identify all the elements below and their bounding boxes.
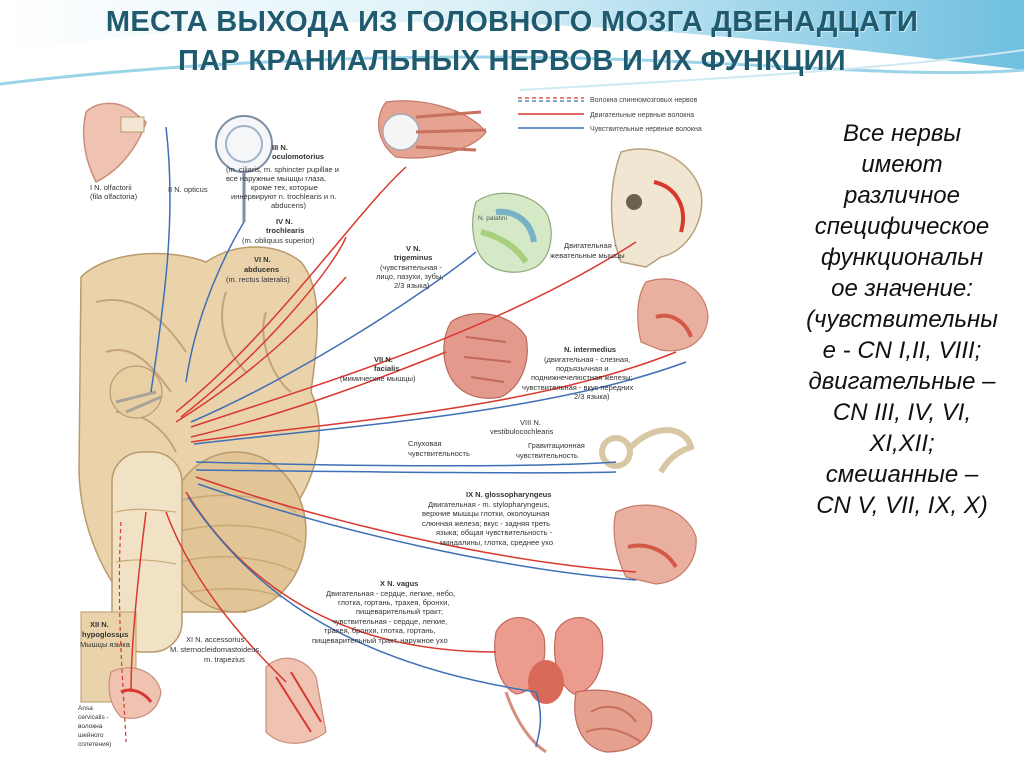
label-oculomotor-d4: иннервируют n. trochlearis и n.: [231, 192, 336, 201]
label-oculomotor-d5: abducens): [271, 201, 307, 210]
label-accessory: XI N. accessorius: [186, 635, 245, 644]
label-glosso-d4: языка; общая чувствительность -: [436, 528, 553, 537]
visceral-organs-illustration: [494, 617, 653, 754]
label-abducens: VI N.: [254, 255, 271, 264]
side-line: Все нервы: [842, 120, 962, 147]
label-hypoglossal-d: Мышцы языка: [80, 640, 131, 649]
nose-illustration: [82, 102, 147, 184]
label-mastication-2: жевательные мышцы: [550, 251, 625, 260]
side-line: ое значение:: [831, 275, 973, 302]
label-trochlear-d: (m. obliquus superior): [242, 236, 315, 245]
label-trochlear-2: trochlearis: [266, 226, 304, 235]
pharynx-illustration: [613, 504, 697, 585]
cranial-nerves-figure: Волокна спинномозговых нервов Двигательн…: [76, 92, 728, 757]
legend-label-sensory: Чувствительные нервные волокна: [590, 126, 702, 133]
label-hearing-2: чувствительность: [408, 449, 470, 458]
label-intermedius: N. intermedius: [564, 345, 616, 354]
label-olfactory: I N. olfactorii: [90, 183, 132, 192]
label-vagus-d4: чувствительная - сердце, легкие,: [332, 617, 447, 626]
label-glosso-d5: миндалины, глотка, среднее ухо: [440, 538, 553, 547]
label-trigeminal-d2: лицо, пазухи, зубы,: [376, 272, 443, 281]
label-trigeminal-d1: (чувствительная -: [380, 263, 442, 272]
label-hypoglossal: XII N.: [90, 620, 109, 629]
label-abducens-d: (m. rectus lateralis): [226, 275, 290, 284]
facial-muscles-illustration: [443, 313, 528, 399]
side-line: имеют: [861, 151, 943, 178]
label-optic: II N. opticus: [168, 185, 208, 194]
label-intermedius-d4: чувствительная - вкус передних: [522, 383, 633, 392]
label-intermedius-d2: подъязычная и: [556, 364, 608, 373]
label-oculomotor: III N.: [272, 143, 288, 152]
nerve-pathways: [118, 126, 687, 748]
label-trigeminal-d3: 2/3 языка): [394, 281, 430, 290]
label-trigeminal: V N.: [406, 244, 421, 253]
label-vagus-d2: глотка, гортань, трахея, бронхи,: [338, 598, 449, 607]
label-ansa-4: шейного: [78, 731, 104, 739]
label-trochlear: IV N.: [276, 217, 293, 226]
label-glosso-d2: верхние мышцы глотки, околоушная: [422, 509, 549, 518]
label-abducens-2: abducens: [244, 265, 279, 274]
label-mastication: Двигательная -: [564, 241, 617, 250]
label-vagus: X N. vagus: [380, 579, 418, 588]
label-glosso-d1: Двигательная - m. stylopharyngeus,: [428, 500, 550, 509]
label-oculomotor-d2: все наружные мышцы глаза,: [226, 174, 326, 183]
slide-title-line-1: МЕСТА ВЫХОДА ИЗ ГОЛОВНОГО МОЗГА ДВЕНАДЦА…: [105, 6, 919, 38]
label-olfactory-sub: (fila olfactoria): [90, 192, 138, 201]
nerve-labels: I N. olfactorii (fila olfactoria) II N. …: [78, 143, 633, 748]
label-vagus-d5: трахея, бронхи, глотка, гортань,: [324, 626, 435, 635]
side-line: CN V, VII, IX, X): [816, 492, 988, 519]
label-vagus-d1: Двигательная - сердце, легкие, небо,: [326, 589, 455, 598]
label-oculomotor-d1: (m. ciliaris, m. sphincter pupillae и: [226, 165, 339, 174]
oral-cavity-illustration: [637, 278, 709, 352]
slide-title-line-2: ПАР КРАНИАЛЬНЫХ НЕРВОВ И ИХ ФУНКЦИИ: [178, 45, 846, 77]
side-line: смешанные –: [825, 461, 979, 488]
label-vagus-d6: пищеварительный тракт, наружное ухо: [312, 636, 448, 645]
label-intermedius-d1: (двигательная - слезная,: [544, 355, 630, 364]
label-facial: VII N.: [374, 355, 393, 364]
brain-illustration: [78, 246, 320, 703]
side-line: двигательные –: [808, 368, 996, 395]
label-vestibulo: VIII N.: [520, 418, 541, 427]
side-line: специфическое: [814, 213, 990, 240]
side-line: (чувствительны: [806, 306, 998, 333]
side-line: функциональн: [820, 244, 984, 271]
legend-label-motor: Двигательные нервные волокна: [590, 112, 694, 119]
eye-illustration: [215, 115, 273, 222]
label-facial-2: facialis: [374, 364, 399, 373]
legend: Волокна спинномозговых нервов Двигательн…: [518, 97, 702, 133]
side-description: Все нервы имеют различное специфическое …: [782, 118, 1022, 521]
label-glosso-d3: слюнная железа; вкус - задняя треть: [422, 519, 550, 528]
inner-ear-illustration: [599, 427, 695, 474]
label-oculomotor-d3: кроме тех, которые: [251, 183, 318, 192]
label-oculomotor-2: oculomotorius: [272, 152, 324, 161]
label-glosso: IX N. glossopharyngeus: [466, 490, 551, 499]
label-hearing: Слуховая: [408, 439, 442, 448]
label-ansa-5: сплетения): [78, 741, 111, 748]
side-line: CN III, IV, VI,: [832, 399, 972, 426]
label-accessory-d1: M. sternocleidomastoideus,: [170, 645, 261, 654]
label-gravity-2: чувствительность: [516, 451, 578, 460]
label-ansa-3: волокна: [78, 723, 103, 730]
label-greater-palatine: N. palatini: [478, 215, 507, 222]
label-gravity: Гравитационная: [528, 441, 585, 450]
label-trigeminal-2: trigeminus: [394, 253, 432, 262]
label-accessory-d2: m. trapezius: [204, 655, 245, 664]
label-intermedius-d5: 2/3 языка): [574, 392, 610, 401]
orbit-muscles-illustration: [378, 100, 487, 159]
face-sensory-illustration: [472, 192, 552, 273]
side-line: е - CN I,II, VIII;: [822, 337, 982, 364]
legend-label-spinal: Волокна спинномозговых нервов: [590, 97, 698, 104]
label-vagus-d3: пищеварительный тракт;: [356, 607, 443, 616]
side-line: различное: [843, 182, 960, 209]
label-hypoglossal-2: hypoglossus: [82, 630, 128, 639]
label-ansa-2: cervicalis -: [78, 714, 109, 721]
side-line: XI,XII;: [869, 430, 935, 457]
label-ansa: Ansa: [78, 705, 93, 712]
skull-illustration: [610, 148, 703, 268]
label-facial-d: (мимические мышцы): [340, 374, 416, 383]
label-vestibulo-2: vestibulocochlearis: [490, 427, 554, 436]
label-intermedius-d3: поднижнечелюстная железы;: [531, 373, 633, 382]
neck-muscles-illustration: [265, 657, 327, 744]
